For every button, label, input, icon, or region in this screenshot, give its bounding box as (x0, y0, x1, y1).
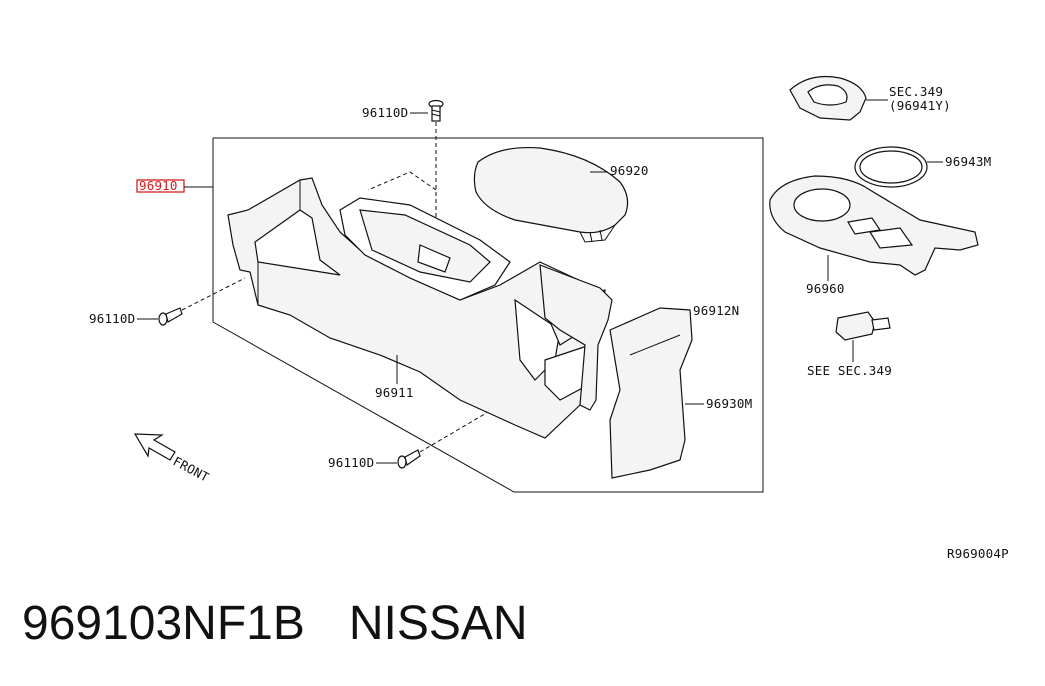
side-cover-shape (609, 307, 693, 479)
bracket-shape (539, 264, 613, 411)
label-bolt-top[interactable]: 96110D (362, 105, 408, 120)
finisher-shape (769, 175, 979, 276)
diagram-id: R969004P (947, 546, 1009, 561)
dash-bolt-bottom (419, 404, 501, 453)
shift-boot-shape (789, 75, 867, 121)
bolt-bottom-icon (397, 449, 421, 469)
dash-bolt-left (181, 277, 246, 311)
assembly-box (212, 137, 764, 493)
label-sec349-top[interactable]: SEC.349 (889, 84, 943, 99)
label-see-sec349[interactable]: SEE SEC.349 (807, 363, 892, 378)
front-arrow-icon (133, 433, 176, 461)
label-side-cover[interactable]: 96930M (706, 396, 752, 411)
console-body-shape (227, 177, 611, 439)
label-bracket[interactable]: 96912N (693, 303, 739, 318)
ring-shape (854, 146, 928, 188)
dash-clip (367, 171, 437, 191)
part-number: 969103NF1B (22, 597, 305, 650)
bolt-left-icon (158, 307, 183, 326)
label-bolt-bottom[interactable]: 96110D (328, 455, 374, 470)
label-lid[interactable]: 96920 (610, 163, 649, 178)
highlight-box (136, 179, 185, 193)
switch-shape (835, 311, 891, 341)
label-96910[interactable]: 96910 (139, 178, 178, 193)
label-bolt-left[interactable]: 96110D (89, 311, 135, 326)
label-ring[interactable]: 96943M (945, 154, 991, 169)
label-finisher[interactable]: 96960 (806, 281, 845, 296)
bolt-top-icon (428, 99, 444, 122)
footer-caption: 969103NF1B NISSAN (22, 596, 528, 651)
lid-shape (473, 146, 629, 243)
label-front: FRONT (171, 453, 212, 485)
label-console-body[interactable]: 96911 (375, 385, 414, 400)
label-sec349-top-ref[interactable]: (96941Y) (889, 98, 951, 113)
brand-name: NISSAN (348, 597, 528, 650)
